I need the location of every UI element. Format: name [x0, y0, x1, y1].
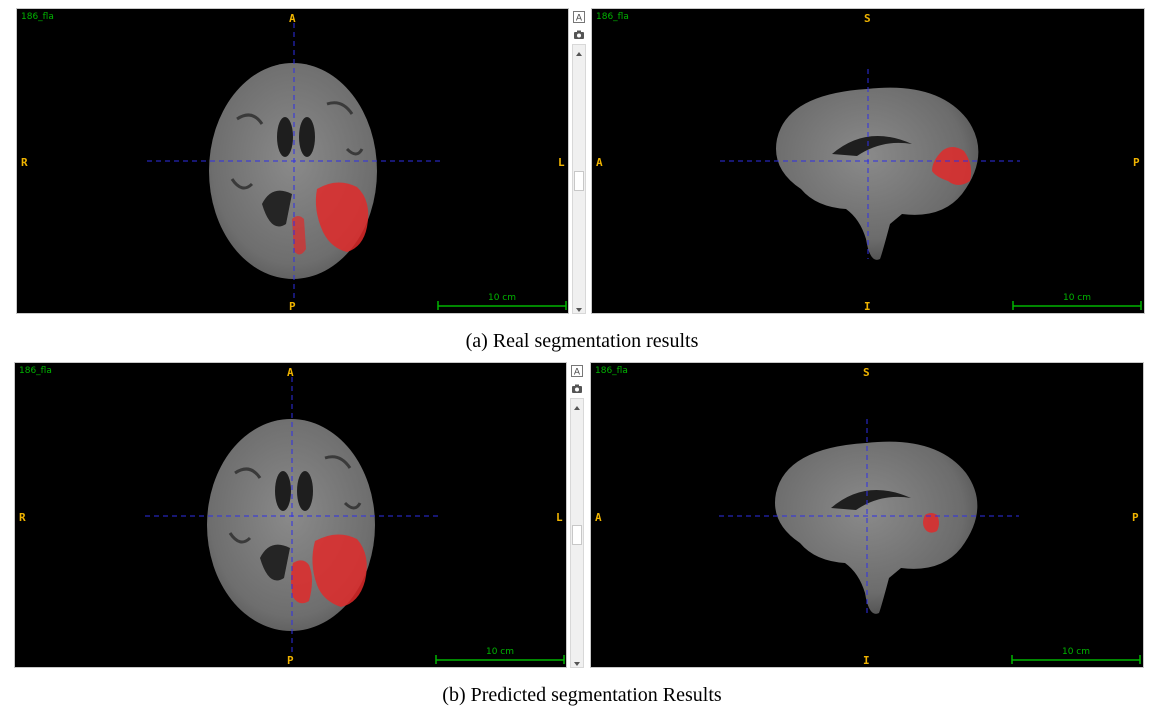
svg-text:A: A	[576, 14, 583, 24]
scale-label: 10 cm	[485, 647, 515, 657]
scroll-thumb[interactable]	[574, 171, 584, 191]
scroll-down-arrow-icon[interactable]	[572, 656, 582, 666]
sagittal-viewport-predicted[interactable]: 186_fla S I A P 10 cm	[590, 362, 1144, 668]
ventricle	[299, 117, 315, 157]
axial-viewport-real[interactable]: 186_fla A P R L 10 cm	[16, 8, 569, 314]
camera-icon[interactable]	[573, 28, 585, 40]
orientation-right: L	[558, 156, 565, 169]
orientation-left: A	[596, 156, 603, 169]
sagittal-image	[720, 69, 1142, 310]
segmentation-mask	[923, 513, 939, 533]
scroll-up-arrow-icon[interactable]	[574, 46, 584, 56]
segmentation-mask	[932, 147, 972, 185]
brain-sagittal	[775, 441, 978, 614]
orientation-top: S	[863, 366, 870, 379]
scale-label: 10 cm	[1061, 647, 1091, 657]
figure-caption-b: (b) Predicted segmentation Results	[442, 684, 722, 706]
slice-scrollbar[interactable]	[572, 44, 586, 314]
orientation-top: S	[864, 12, 871, 25]
scroll-down-arrow-icon[interactable]	[574, 302, 584, 312]
orientation-bottom: P	[287, 654, 294, 667]
axial-viewport-predicted[interactable]: 186_fla A P R L 10 cm	[14, 362, 567, 668]
orientation-bottom: P	[289, 300, 296, 313]
orientation-right: P	[1132, 511, 1139, 524]
ventricle	[277, 117, 293, 157]
ventricle	[297, 471, 313, 511]
scroll-thumb[interactable]	[572, 525, 582, 545]
ventricle	[275, 471, 291, 511]
viewport-toolbar: A	[570, 8, 588, 314]
viewport-name: 186_fla	[21, 12, 54, 22]
orientation-left: R	[21, 156, 28, 169]
sulci	[228, 455, 362, 544]
segmentation-mask	[291, 560, 312, 604]
camera-icon[interactable]	[571, 382, 583, 394]
scale-label: 10 cm	[1062, 293, 1092, 303]
corpus-callosum	[831, 490, 911, 510]
slice-scrollbar[interactable]	[570, 398, 584, 668]
scroll-up-arrow-icon[interactable]	[572, 400, 582, 410]
viewport-name: 186_fla	[19, 366, 52, 376]
orientation-bottom: I	[863, 654, 870, 667]
scale-bar	[1011, 655, 1141, 664]
viewport-name: 186_fla	[595, 366, 628, 376]
ventricle-horn	[260, 544, 290, 581]
brain-sagittal	[776, 87, 979, 260]
segmentation-mask	[312, 534, 367, 607]
svg-text:A: A	[574, 368, 581, 378]
viewport-toolbar: A	[568, 362, 586, 668]
text-annotation-icon[interactable]: A	[571, 364, 583, 378]
orientation-top: A	[287, 366, 294, 379]
viewport-name: 186_fla	[596, 12, 629, 22]
orientation-right: P	[1133, 156, 1140, 169]
segmentation-mask	[292, 216, 306, 255]
orientation-right: L	[556, 511, 563, 524]
scale-label: 10 cm	[487, 293, 517, 303]
text-annotation-icon[interactable]: A	[573, 10, 585, 24]
sagittal-viewport-real[interactable]: 186_fla S I A P 10 cm	[591, 8, 1145, 314]
orientation-left: A	[595, 511, 602, 524]
ventricle-horn	[262, 190, 292, 227]
scale-bar	[1012, 301, 1142, 310]
scale-bar	[435, 655, 565, 664]
orientation-top: A	[289, 12, 296, 25]
axial-image	[147, 23, 567, 310]
sagittal-image	[719, 419, 1141, 664]
orientation-bottom: I	[864, 300, 871, 313]
axial-image	[145, 377, 565, 664]
segmentation-mask	[315, 182, 369, 252]
figure-caption-a: (a) Real segmentation results	[465, 330, 699, 352]
sulci	[230, 101, 364, 190]
orientation-left: R	[19, 511, 26, 524]
scale-bar	[437, 301, 567, 310]
corpus-callosum	[832, 136, 912, 156]
